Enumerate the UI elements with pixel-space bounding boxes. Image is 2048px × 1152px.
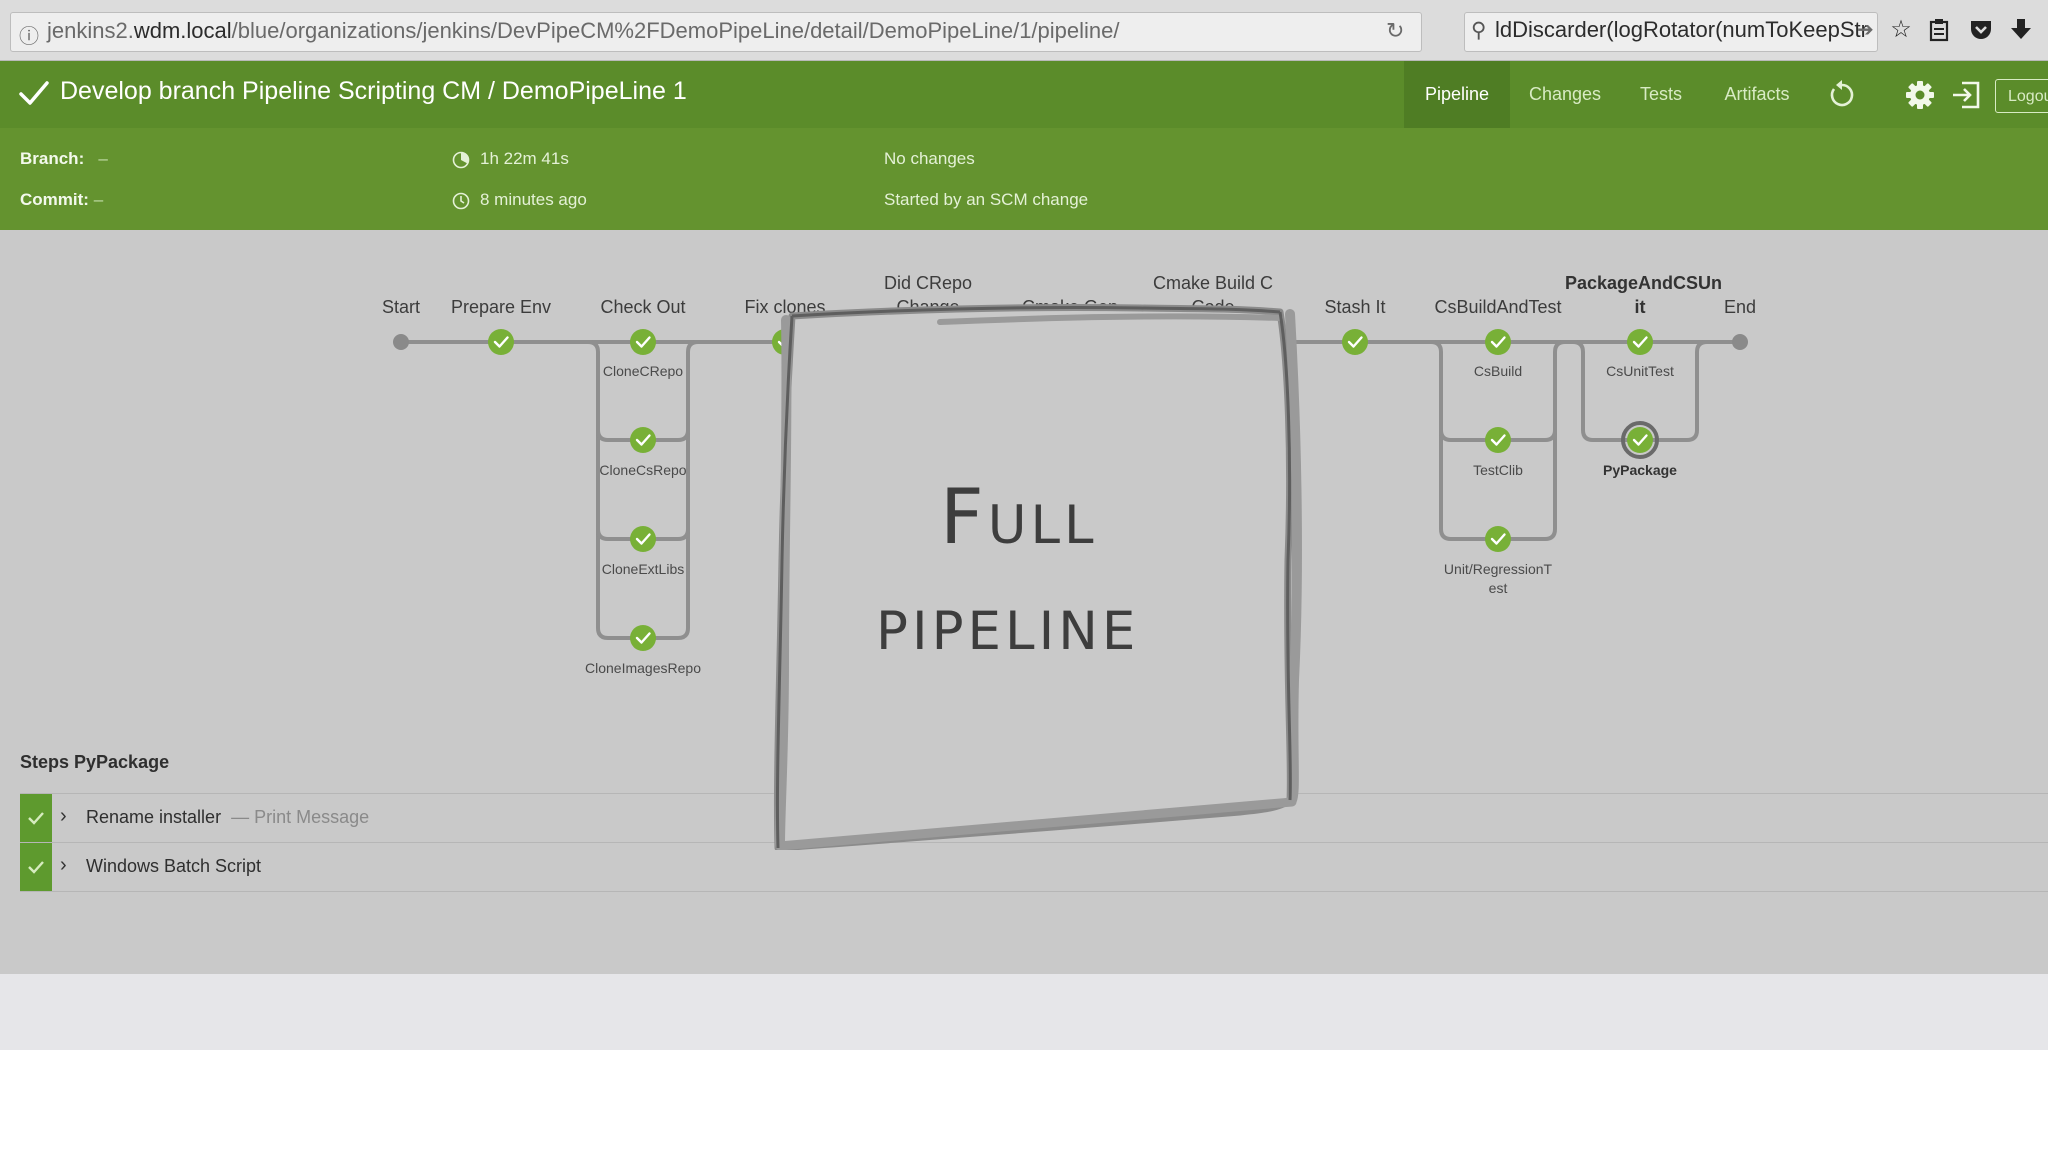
search-go-icon[interactable]: ➔ xyxy=(1857,19,1874,41)
address-bar[interactable]: ⓘ jenkins2.wdm.local/blue/organizations/… xyxy=(10,12,1422,52)
branch-node-unit-regression-test[interactable] xyxy=(1485,526,1511,552)
chevron-right-icon[interactable]: › xyxy=(60,805,67,827)
branch-node-pypackage-selected[interactable] xyxy=(1621,421,1659,459)
page-title: Develop branch Pipeline Scripting CM / D… xyxy=(60,77,687,105)
branch-label-clonecsrepo: CloneCsRepo xyxy=(599,462,687,478)
step-success-badge xyxy=(20,794,52,842)
url-host: wdm.local xyxy=(133,18,232,43)
step-row-windows-batch-script[interactable]: › Windows Batch Script xyxy=(20,842,2048,892)
browser-toolbar: ⓘ jenkins2.wdm.local/blue/organizations/… xyxy=(0,0,2048,61)
stage-node-packageandcsunit[interactable] xyxy=(1627,329,1653,355)
tab-pipeline[interactable]: Pipeline xyxy=(1404,61,1510,128)
branch-label-cloneextlibs: CloneExtLibs xyxy=(601,561,685,577)
bookmark-star-icon[interactable]: ☆ xyxy=(1890,16,1912,43)
branch-label-csbuild: CsBuild xyxy=(1473,363,1523,379)
commit-info: Commit: – xyxy=(20,190,103,210)
changes-info: No changes xyxy=(884,149,975,168)
search-icon: ⚲ xyxy=(1471,19,1487,42)
tab-tests[interactable]: Tests xyxy=(1639,84,1682,104)
stage-node-csbuildandtest[interactable] xyxy=(1485,329,1511,355)
branch-label-cloneimagesrepo: CloneImagesRepo xyxy=(585,660,701,676)
stage-node-prepare-env[interactable] xyxy=(488,329,514,355)
branch-label-clonecrepo: CloneCRepo xyxy=(602,363,684,379)
url-path: /blue/organizations/jenkins/DevPipeCM%2F… xyxy=(231,18,1120,43)
gear-icon[interactable] xyxy=(1904,79,1936,111)
branch-node-testclib[interactable] xyxy=(1485,427,1511,453)
branch-label-unit-regression-test: Unit/RegressionT est xyxy=(1443,561,1553,596)
branch-label-testclib: TestClib xyxy=(1473,462,1523,478)
url-prefix: jenkins2. xyxy=(47,18,134,43)
branch-label-pypackage: PyPackage xyxy=(1603,462,1677,478)
download-icon[interactable] xyxy=(2004,12,2038,48)
success-check-icon xyxy=(19,81,49,105)
end-node xyxy=(1732,334,1748,350)
run-details: Branch: – Commit: – 1h 22m 41s 8 minutes… xyxy=(0,128,2048,230)
branch-node-cloneextlibs[interactable] xyxy=(630,526,656,552)
step-success-badge xyxy=(20,843,52,891)
clipboard-icon[interactable] xyxy=(1922,12,1956,48)
branch-node-clonecsrepo[interactable] xyxy=(630,427,656,453)
check-icon xyxy=(28,861,44,874)
stage-label-start: Start xyxy=(381,297,420,317)
chevron-right-icon[interactable]: › xyxy=(60,854,67,876)
stage-label-prepare-env: Prepare Env xyxy=(450,297,552,317)
full-pipeline-text-line2: pipeline xyxy=(876,578,1140,667)
step-name-text: Rename installer xyxy=(86,807,222,827)
graph-nodes xyxy=(393,328,1748,651)
commit-value: – xyxy=(93,190,104,209)
step-description: — Print Message xyxy=(231,807,370,827)
run-header: Develop branch Pipeline Scripting CM / D… xyxy=(0,61,2048,128)
run-duration: 1h 22m 41s xyxy=(480,149,569,168)
reload-icon[interactable]: ↻ xyxy=(1386,18,1405,43)
stage-node-stash-it[interactable] xyxy=(1342,329,1368,355)
search-bar[interactable]: ⚲ ldDiscarder(logRotator(numToKeepStr ➔ xyxy=(1464,12,1878,52)
step-row-rename-installer[interactable]: › Rename installer — Print Message xyxy=(20,793,2048,842)
search-input[interactable]: ldDiscarder(logRotator(numToKeepStr xyxy=(1495,17,1868,42)
stage-label-stash-it: Stash It xyxy=(1324,297,1386,317)
full-pipeline-sketch xyxy=(773,303,1302,850)
run-started: 8 minutes ago xyxy=(480,190,587,209)
url-text[interactable]: jenkins2.wdm.local/blue/organizations/je… xyxy=(47,18,1120,44)
page-footer-area xyxy=(0,974,2048,1050)
step-name: Windows Batch Script xyxy=(86,856,262,876)
start-node xyxy=(393,334,409,350)
check-icon xyxy=(28,812,44,825)
stage-label-end: End xyxy=(1723,297,1757,317)
branch-value: – xyxy=(98,149,108,168)
branch-node-cloneimagesrepo[interactable] xyxy=(630,625,656,651)
exit-icon[interactable] xyxy=(1950,79,1982,111)
steps-title: Steps PyPackage xyxy=(20,752,170,772)
rerun-icon[interactable] xyxy=(1826,79,1858,111)
clock-icon xyxy=(452,192,470,210)
stage-label-csbuildandtest: CsBuildAndTest xyxy=(1434,297,1562,317)
tab-artifacts[interactable]: Artifacts xyxy=(1724,84,1790,104)
stage-label-packageandcsunit: PackageAndCSUn it xyxy=(1565,273,1723,317)
pocket-icon[interactable] xyxy=(1964,12,1998,48)
stage-node-check-out[interactable] xyxy=(630,329,656,355)
full-pipeline-text-line1: Full xyxy=(940,472,1098,561)
commit-label: Commit: xyxy=(20,190,89,209)
stage-label-check-out: Check Out xyxy=(600,297,686,317)
logout-button[interactable]: Logou xyxy=(1995,79,2048,113)
branch-info: Branch: – xyxy=(20,149,108,169)
step-name: Rename installer — Print Message xyxy=(86,807,369,828)
branch-label: Branch: xyxy=(20,149,85,168)
duration-icon xyxy=(452,151,470,169)
branch-label-csunittest: CsUnitTest xyxy=(1606,363,1674,379)
tab-changes[interactable]: Changes xyxy=(1528,84,1602,104)
run-cause: Started by an SCM change xyxy=(884,190,1089,209)
